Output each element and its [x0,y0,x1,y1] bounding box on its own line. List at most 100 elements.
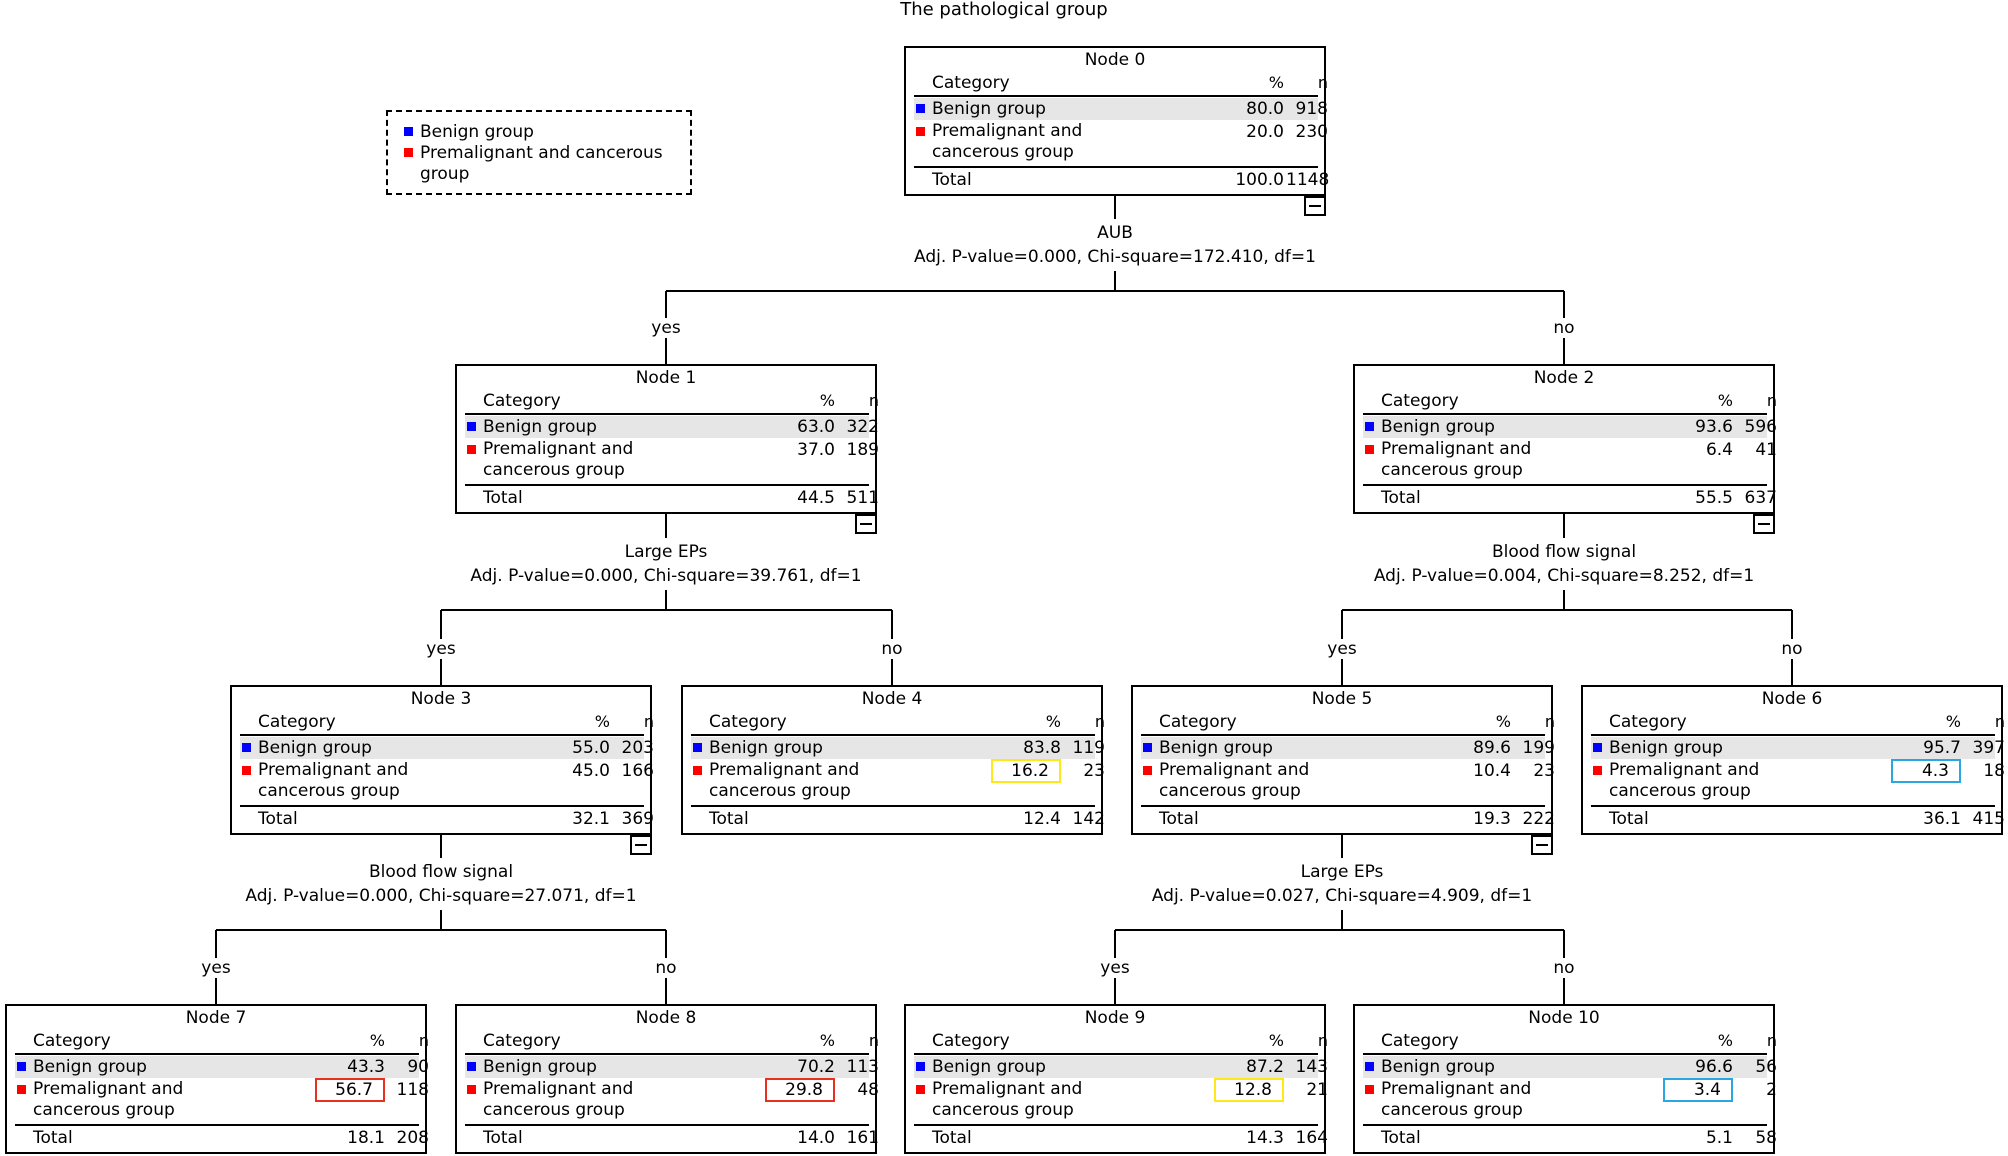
tree-node-8: Node 8 Category % n Benign group 70.2 11… [455,1004,879,1154]
total-label: Total [258,809,298,829]
node-header-row: Category % n [1363,1030,1777,1052]
benign-row: Benign group 83.8 119 [691,737,1105,759]
benign-row: Benign group 55.0 203 [240,737,654,759]
benign-count: 322 [846,417,879,437]
legend: Benign group Premalignant and cancerous … [386,110,692,195]
total-label: Total [932,170,972,190]
premalignant-percent: 12.8 [1214,1078,1284,1102]
premalignant-percent: 37.0 [797,440,835,460]
collapse-node-button[interactable] [855,514,877,534]
premalignant-swatch-icon [17,1085,26,1094]
category-header: Category [1609,712,1687,732]
premalignant-swatch-icon [1593,766,1602,775]
total-row: Total 55.5 637 [1363,487,1777,509]
benign-count: 90 [407,1057,429,1077]
tree-node-0: Node 0 Category % n Benign group 80.0 91… [904,46,1329,216]
premalignant-label: Premalignant and cancerous group [483,439,634,480]
benign-row: Benign group 43.3 90 [15,1056,429,1078]
total-label: Total [483,1128,523,1148]
divider [914,1124,1318,1126]
collapse-node-button[interactable] [630,835,652,855]
split-variable: Blood flow signal [368,862,514,882]
divider [240,734,644,736]
divider [15,1053,419,1055]
divider [465,484,869,486]
divider [691,805,1095,807]
category-header: Category [483,1031,561,1051]
premalignant-count: 23 [1533,761,1555,781]
premalignant-label: Premalignant and cancerous group [258,760,409,801]
divider [1363,1124,1767,1126]
premalignant-count: 230 [1295,122,1328,142]
category-header: Category [33,1031,111,1051]
premalignant-count: 48 [857,1080,879,1100]
premalignant-label: Premalignant and cancerous group [1381,439,1532,480]
premalignant-label: Premalignant and cancerous group [1609,760,1760,801]
premalignant-count: 166 [621,761,654,781]
collapse-node-button[interactable] [1531,835,1553,855]
n-header: n [1544,712,1555,731]
legend-label: Benign group [420,122,534,142]
benign-percent: 89.6 [1473,738,1511,758]
total-label: Total [1381,1128,1421,1148]
benign-swatch-icon [1365,1062,1374,1071]
benign-percent: 96.6 [1695,1057,1733,1077]
divider [1591,734,1995,736]
benign-swatch-icon [916,1062,925,1071]
benign-swatch-icon [467,1062,476,1071]
category-header: Category [483,391,561,411]
node-header-row: Category % n [1363,390,1777,412]
premalignant-percent: 56.7 [315,1078,385,1102]
total-percent: 12.4 [1023,809,1061,829]
benign-count: 199 [1522,738,1555,758]
legend-item-benign: Benign group [402,122,676,143]
percent-header: % [1717,391,1733,410]
percent-header: % [1945,712,1961,731]
collapse-node-button[interactable] [1304,196,1326,216]
benign-label: Benign group [258,738,372,758]
total-percent: 5.1 [1705,1128,1733,1148]
premalignant-swatch-icon [693,766,702,775]
split-statistics: Adj. P-value=0.000, Chi-square=172.410, … [914,247,1316,267]
premalignant-swatch-icon [404,148,413,157]
divider [1141,805,1545,807]
node-header-row: Category % n [240,711,654,733]
benign-label: Benign group [709,738,823,758]
legend-label: Premalignant and cancerous group [420,143,663,184]
divider [465,1053,869,1055]
benign-label: Benign group [483,417,597,437]
node-title: Node 5 [1311,689,1373,709]
premalignant-swatch-icon [467,1085,476,1094]
total-percent: 36.1 [1923,809,1961,829]
benign-percent: 80.0 [1246,99,1284,119]
premalignant-swatch-icon [916,127,925,136]
branch-label-yes: yes [1085,958,1145,978]
split-variable: Blood flow signal [1491,542,1637,562]
premalignant-label: Premalignant and cancerous group [483,1079,634,1120]
collapse-node-button[interactable] [1753,514,1775,534]
split-label: Large EPs Adj. P-value=0.027, Chi-square… [992,860,1692,908]
premalignant-percent: 3.4 [1663,1078,1733,1102]
node-header-row: Category % n [15,1030,429,1052]
total-count: 142 [1072,809,1105,829]
total-row: Total 14.3 164 [914,1127,1328,1149]
premalignant-row: Premalignant and cancerous group 29.8 48 [465,1078,879,1123]
premalignant-row: Premalignant and cancerous group 6.4 41 [1363,439,1777,483]
benign-percent: 95.7 [1923,738,1961,758]
tree-node-3: Node 3 Category % n Benign group 55.0 20… [230,685,654,855]
benign-row: Benign group 95.7 397 [1591,737,2005,759]
total-count: 222 [1522,809,1555,829]
benign-swatch-icon [1593,743,1602,752]
benign-swatch-icon [916,104,925,113]
total-row: Total 5.1 58 [1363,1127,1777,1149]
benign-row: Benign group 70.2 113 [465,1056,879,1078]
benign-count: 596 [1744,417,1777,437]
total-row: Total 32.1 369 [240,808,654,830]
premalignant-count: 118 [396,1080,429,1100]
split-variable: Large EPs [624,542,708,562]
total-label: Total [33,1128,73,1148]
node-title: Node 3 [410,689,472,709]
branch-label-no: no [1534,958,1594,978]
node-header-row: Category % n [465,390,879,412]
benign-percent: 93.6 [1695,417,1733,437]
